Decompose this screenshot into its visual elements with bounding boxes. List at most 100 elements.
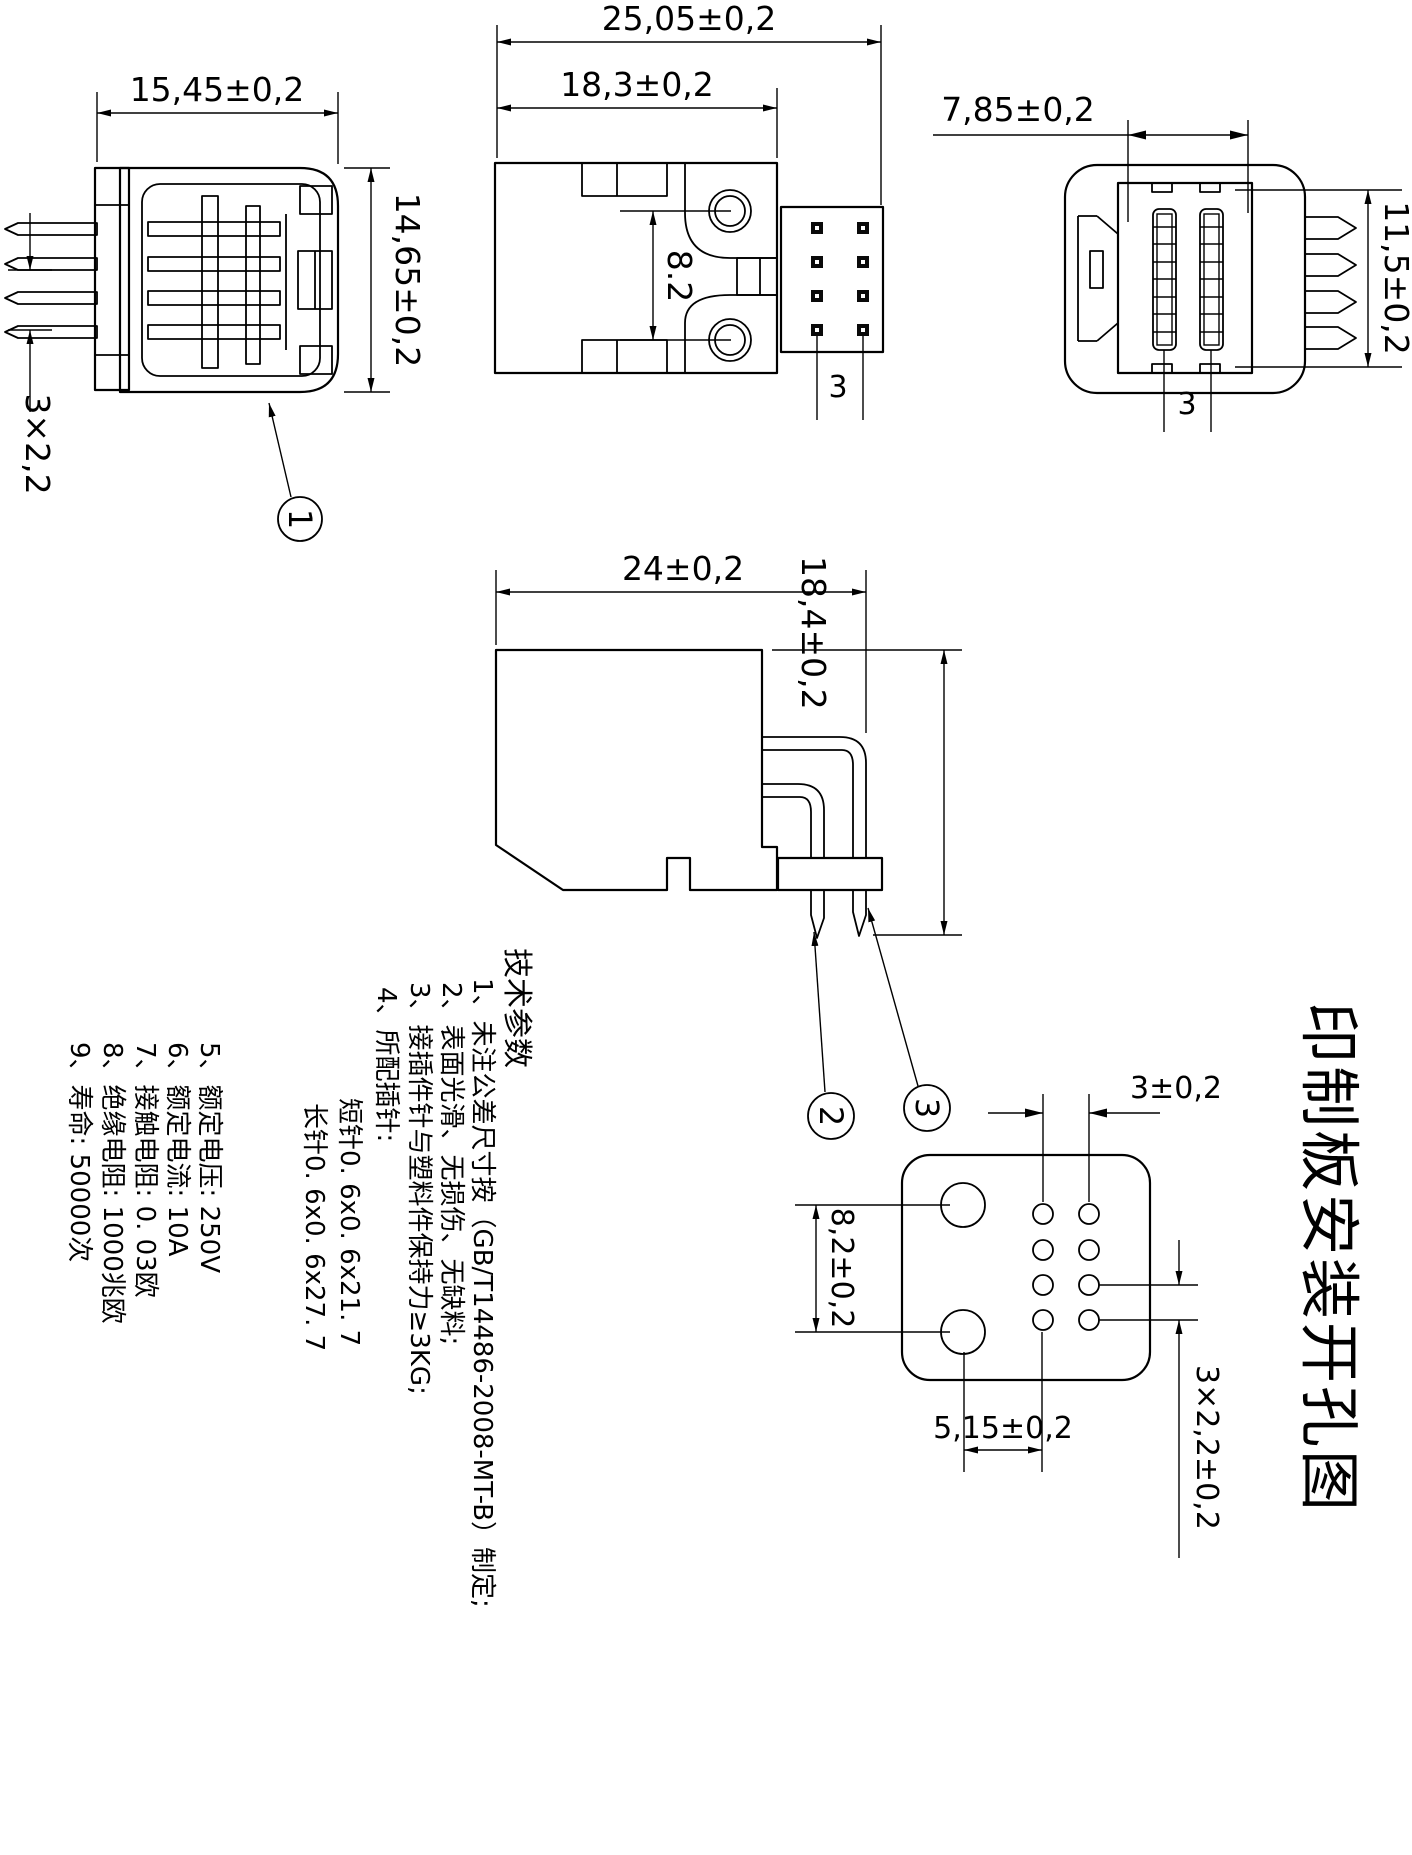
rear-chamfer-bottom-diag xyxy=(1096,322,1119,342)
note-item-7: 7、接触电阻: 0. 03欧 xyxy=(130,1042,160,1298)
leader-line xyxy=(867,907,919,1087)
note-item-4b: 长针0. 6x0. 6x27. 7 xyxy=(299,1103,329,1351)
front-slot-2 xyxy=(147,256,281,272)
rear-contact-ladder-right xyxy=(1199,208,1224,351)
rear-key-tab xyxy=(1199,182,1221,193)
note-item-4: 4、所配插针: xyxy=(371,987,401,1142)
top-key-block-lower xyxy=(581,339,668,374)
top-view: 25,05±0,2 18,3±0,2 8.2 3 xyxy=(493,0,885,420)
callout-balloon xyxy=(903,1084,951,1132)
note-item-2: 2、表面光滑、无损伤、无缺料; xyxy=(436,982,466,1345)
side-pin-tip-right xyxy=(852,890,867,937)
rear-key-tab xyxy=(1151,182,1173,193)
rear-cavity xyxy=(1116,181,1254,375)
dim-rear-contact-spacing: 3 xyxy=(1177,387,1196,422)
dim-pcb-col-spacing: 3±0,2 xyxy=(1130,1071,1222,1106)
side-pin-short-outer xyxy=(762,783,825,858)
front-slot-4 xyxy=(147,324,281,340)
dim-side-width: 24±0,2 xyxy=(622,549,744,588)
top-ear-lower xyxy=(684,294,777,373)
pcb-pin-holes xyxy=(1032,1203,1100,1331)
side-pin-long-inner xyxy=(762,749,854,858)
side-view: 24±0,2 18,4±0,2 xyxy=(494,549,962,939)
dim-front-width: 15,45±0,2 xyxy=(130,70,305,109)
rear-view: 7,85±0,2 11,5±0,2 3 xyxy=(933,90,1412,432)
side-pin-long-outer xyxy=(762,736,867,858)
arrowhead xyxy=(1025,1108,1043,1118)
technical-notes: 技术参数 1、未注公差尺寸按（GB/T14486-2008-MT-B）制定; 2… xyxy=(64,948,534,1608)
dim-pcb-offset: 5,15±0,2 xyxy=(933,1411,1073,1446)
front-flange xyxy=(93,166,131,392)
dim-rear-cavity-width: 7,85±0,2 xyxy=(941,90,1095,129)
front-corner-tab-top xyxy=(299,185,333,215)
drawing-title: 印制板安装开孔图 xyxy=(1293,1002,1364,1514)
arrowhead xyxy=(1128,130,1146,140)
callout-number-2: 2 xyxy=(812,1106,850,1126)
side-body-outline xyxy=(494,648,779,892)
side-pin-short-inner xyxy=(762,796,812,858)
dim-pcb-row-pitch: 3×2,2±0,2 xyxy=(1189,1365,1224,1530)
front-slot-3 xyxy=(147,290,281,306)
note-item-5: 5、额定电压: 250V xyxy=(194,1042,224,1273)
rear-pin-1 xyxy=(1304,216,1357,240)
rear-pin-2 xyxy=(1304,253,1357,277)
front-key-rib-2 xyxy=(245,205,261,365)
callout-balloon xyxy=(277,496,323,542)
callout-1: 1 xyxy=(268,402,323,542)
dim-front-pin-pitch: 3×2,2 xyxy=(18,393,57,494)
note-item-1: 1、未注公差尺寸按（GB/T14486-2008-MT-B）制定; xyxy=(467,978,497,1608)
note-item-4a: 短针0. 6x0. 6x21. 7 xyxy=(334,1098,364,1346)
dim-top-outer-width: 25,05±0,2 xyxy=(602,0,777,38)
dim-pcb-hole-spacing: 8,2±0,2 xyxy=(824,1208,859,1329)
note-item-8: 8、绝缘电阻: 1000兆欧 xyxy=(97,1042,127,1324)
dim-top-inner-width: 18,3±0,2 xyxy=(560,65,714,104)
top-key-block-upper xyxy=(581,162,668,197)
arrowhead xyxy=(1230,130,1248,140)
rear-pin-4 xyxy=(1304,326,1357,350)
top-pin-header-block xyxy=(779,205,885,354)
top-ear-upper xyxy=(684,163,777,259)
leader-line xyxy=(268,402,292,498)
front-body-outline xyxy=(118,166,340,394)
front-pin-1 xyxy=(4,222,98,236)
callout-balloon xyxy=(807,1092,855,1140)
front-view: 15,45±0,2 14,65±0,2 3×2,2 xyxy=(4,70,427,495)
callout-number-3: 3 xyxy=(908,1098,946,1118)
notes-header: 技术参数 xyxy=(499,948,534,1068)
pcb-hole-layout-view: 3±0,2 8,2±0,2 5,15±0,2 3×2,2±0,2 xyxy=(795,1071,1224,1558)
note-item-6: 6、额定电流: 10A xyxy=(162,1042,192,1257)
rear-pin-3 xyxy=(1304,290,1357,314)
front-slot-1 xyxy=(147,221,281,237)
front-pin-3 xyxy=(4,291,98,305)
pcb-outline xyxy=(900,1153,1152,1382)
dim-top-pin-spacing: 3 xyxy=(828,370,847,405)
top-latch-block xyxy=(736,257,778,296)
front-key-rib-1 xyxy=(201,195,219,369)
front-pin-4 xyxy=(4,325,98,339)
rear-key-tab xyxy=(1151,363,1173,374)
side-mounting-block xyxy=(776,856,884,892)
front-corner-tab-bottom xyxy=(299,345,333,375)
dim-rear-height: 11,5±0,2 xyxy=(1377,201,1412,355)
front-pin-2 xyxy=(4,257,98,271)
callout-2: 2 xyxy=(807,931,855,1140)
top-body-outline xyxy=(493,161,779,375)
arrowhead xyxy=(1089,1108,1107,1118)
dim-side-height: 18,4±0,2 xyxy=(794,556,833,710)
rear-body-outline xyxy=(1063,163,1307,395)
leader-line xyxy=(811,931,826,1093)
dim-top-hole-spacing: 8.2 xyxy=(660,250,699,302)
rear-contact-ladder-left xyxy=(1152,208,1177,351)
rear-key-tab xyxy=(1199,363,1221,374)
side-pin-tip-left xyxy=(810,890,825,939)
rear-center-tab xyxy=(1089,250,1104,289)
callout-number-1: 1 xyxy=(281,509,319,529)
note-item-3: 3、接插件针与塑料件保持力≥3KG; xyxy=(404,982,434,1395)
callout-3: 3 xyxy=(867,907,951,1132)
note-item-9: 9、寿命: 50000次 xyxy=(64,1042,94,1262)
top-pin-header-contacts xyxy=(811,222,869,336)
rear-chamfer-top-diag xyxy=(1096,215,1119,235)
dim-front-height: 14,65±0,2 xyxy=(388,193,427,368)
